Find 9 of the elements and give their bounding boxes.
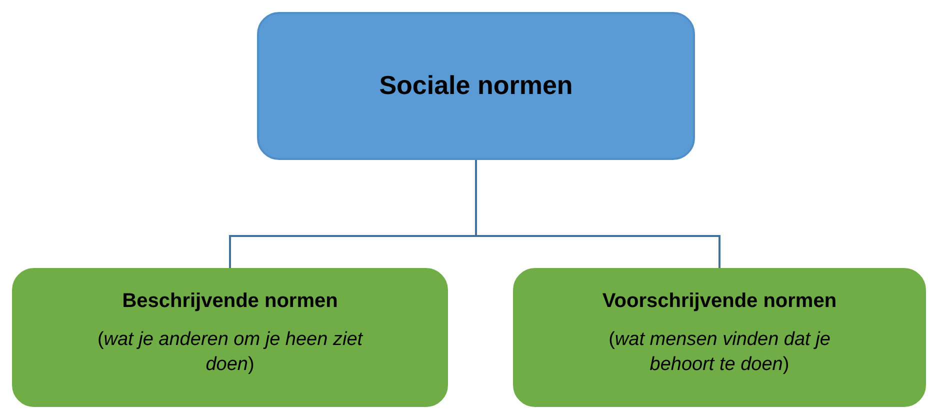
box-title: Voorschrijvende normen (602, 289, 837, 314)
box-title: Beschrijvende normen (122, 289, 338, 314)
category-box (12, 268, 448, 407)
box-title: Sociale normen (379, 69, 573, 102)
box-description: (wat mensen vinden dat je behoort te doen) (608, 328, 832, 377)
main-box (257, 12, 695, 160)
box-description: (wat je anderen om je heen ziet doen) (96, 328, 364, 377)
category-box (513, 268, 926, 407)
connector-line (475, 160, 720, 268)
